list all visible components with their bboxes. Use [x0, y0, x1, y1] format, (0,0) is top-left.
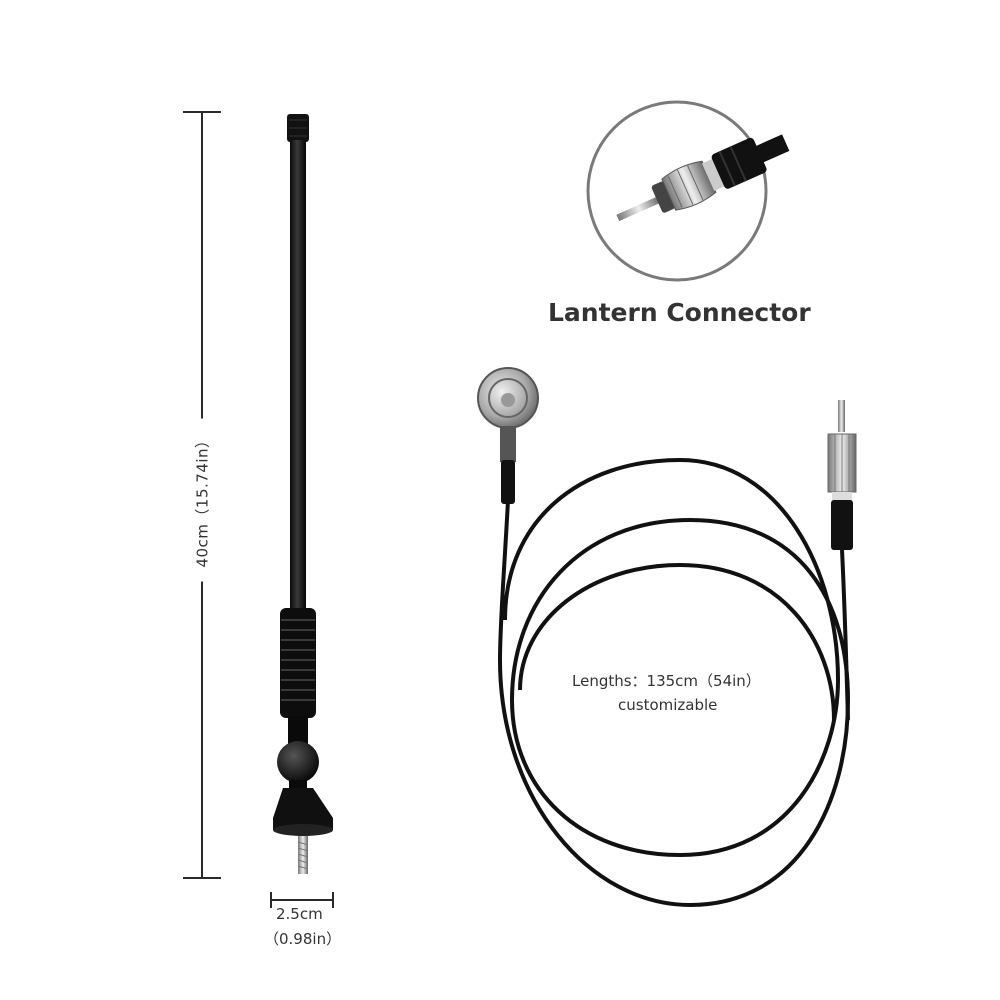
- base-width-in-label: （0.98in）: [264, 930, 342, 948]
- height-label: 40cm（15.74in）: [191, 418, 213, 582]
- height-dimension-top-cap: [183, 111, 221, 113]
- antenna-ball-joint: [277, 741, 319, 783]
- connector-detail-circle: [586, 100, 790, 282]
- base-width-cm-label: 2.5cm: [276, 905, 323, 923]
- antenna-base: [273, 788, 333, 836]
- cable-lantern-plug: [827, 400, 857, 550]
- height-dimension-bottom-cap: [183, 877, 221, 879]
- base-width-left-cap: [270, 892, 272, 908]
- connector-title: Lantern Connector: [548, 298, 811, 327]
- cable-ground-end: [477, 367, 539, 504]
- cable-length-label: Lengths：135cm（54in）: [572, 672, 761, 690]
- antenna-whip: [290, 140, 306, 610]
- coiled-cable: [497, 457, 851, 908]
- antenna: [273, 114, 333, 874]
- cable-customizable-label: customizable: [618, 696, 718, 714]
- antenna-spring-section: [280, 608, 316, 718]
- base-width-dimension-line: [270, 899, 334, 901]
- base-width-right-cap: [332, 892, 334, 908]
